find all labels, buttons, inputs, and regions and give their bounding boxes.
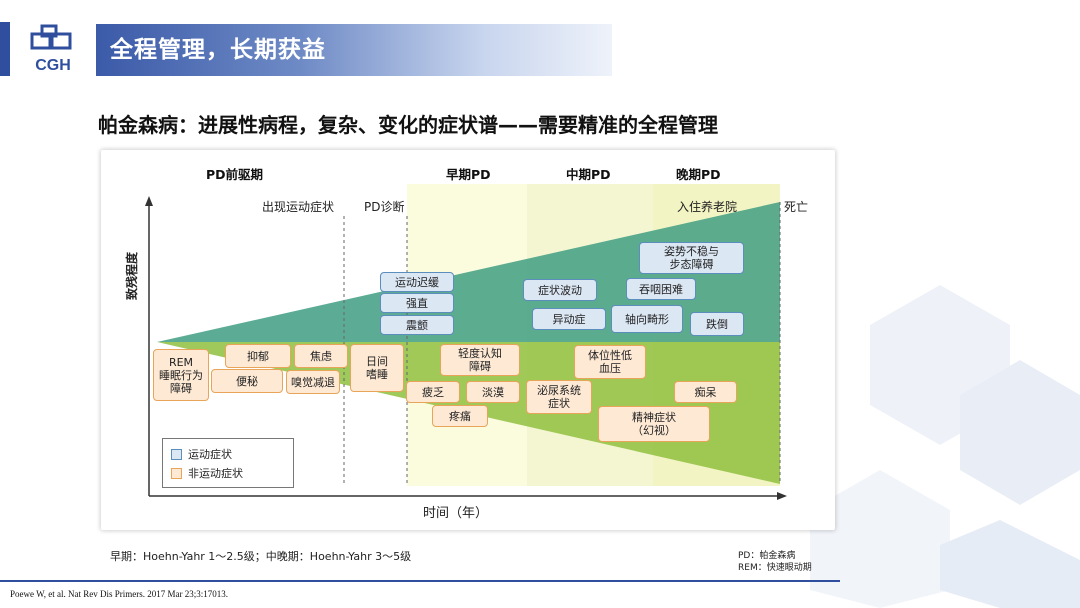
symptom-fatigue: 疲乏 <box>406 381 460 403</box>
legend-motor: 运动症状 <box>171 446 232 462</box>
symptom-axial-deformity: 轴向畸形 <box>611 305 683 333</box>
symptom-dysphagia: 吞咽困难 <box>626 278 696 300</box>
legend-nonmotor: 非运动症状 <box>171 465 243 481</box>
symptom-fluctuations: 症状波动 <box>523 279 597 301</box>
accent-bar <box>0 22 10 76</box>
title-banner <box>96 24 612 76</box>
logo-icon: CGH <box>30 24 72 74</box>
legend: 运动症状 非运动症状 <box>162 438 294 488</box>
hospital-logo: CGH <box>28 24 78 74</box>
citation: Poewe W, et al. Nat Rev Dis Primers. 201… <box>10 589 228 599</box>
symptom-daytime-sleepiness: 日间 嗜睡 <box>350 344 404 392</box>
symptom-rigidity: 强直 <box>380 293 454 313</box>
x-axis-arrow <box>777 492 787 500</box>
symptom-pain: 疼痛 <box>432 405 488 427</box>
symptom-constipation: 便秘 <box>211 369 283 393</box>
symptom-postural-instability: 姿势不稳与 步态障碍 <box>639 242 744 274</box>
symptom-falls: 跌倒 <box>690 312 744 336</box>
symptom-depression: 抑郁 <box>225 344 291 368</box>
milestone-death: 死亡 <box>784 200 809 214</box>
milestone-nursing-home: 入住养老院 <box>677 200 738 214</box>
legend-motor-label: 运动症状 <box>188 448 232 461</box>
y-axis-arrow <box>145 196 153 206</box>
stage-footnote: 早期：Hoehn-Yahr 1～2.5级；中晚期：Hoehn-Yahr 3～5级 <box>110 550 412 563</box>
phase-late: 晚期PD <box>676 167 721 182</box>
symptom-dementia: 痴呆 <box>674 381 737 403</box>
symptom-psychosis: 精神症状 （幻视） <box>598 406 710 442</box>
symptom-dyskinesia: 异动症 <box>532 308 606 330</box>
symptom-orthostatic-hypotension: 体位性低 血压 <box>574 345 646 379</box>
legend-nonmotor-label: 非运动症状 <box>188 467 243 480</box>
symptom-urinary: 泌尿系统 症状 <box>526 380 592 414</box>
symptom-mild-cognitive-impairment: 轻度认知 障碍 <box>440 344 520 376</box>
phase-prodromal: PD前驱期 <box>206 167 264 182</box>
milestone-diagnosis: PD诊断 <box>364 200 405 214</box>
phase-mid: 中期PD <box>566 167 611 182</box>
symptom-tremor: 震颤 <box>380 315 454 335</box>
logo-text: CGH <box>35 57 71 74</box>
y-axis-label: 致残程度 <box>125 251 139 300</box>
milestone-motor-onset: 出现运动症状 <box>262 200 335 214</box>
abbr-pd: PD：帕金森病 <box>738 551 796 561</box>
symptom-anxiety: 焦虑 <box>294 344 348 368</box>
symptom-bradykinesia: 运动迟缓 <box>380 272 454 292</box>
legend-motor-swatch <box>171 448 182 460</box>
symptom-rbd: REM 睡眠行为 障碍 <box>153 349 209 401</box>
legend-nonmotor-swatch <box>171 467 182 479</box>
symptom-apathy: 淡漠 <box>466 381 520 403</box>
abbr-rem: REM：快速眼动期 <box>738 563 812 573</box>
page-title: 全程管理，长期获益 <box>110 37 326 63</box>
slide-subtitle: 帕金森病：进展性病程，复杂、变化的症状谱——需要精准的全程管理 <box>98 113 718 137</box>
x-axis-label: 时间（年） <box>423 506 489 521</box>
footer-divider <box>0 580 840 582</box>
symptom-hyposmia: 嗅觉减退 <box>286 370 340 394</box>
phase-early: 早期PD <box>446 167 491 182</box>
